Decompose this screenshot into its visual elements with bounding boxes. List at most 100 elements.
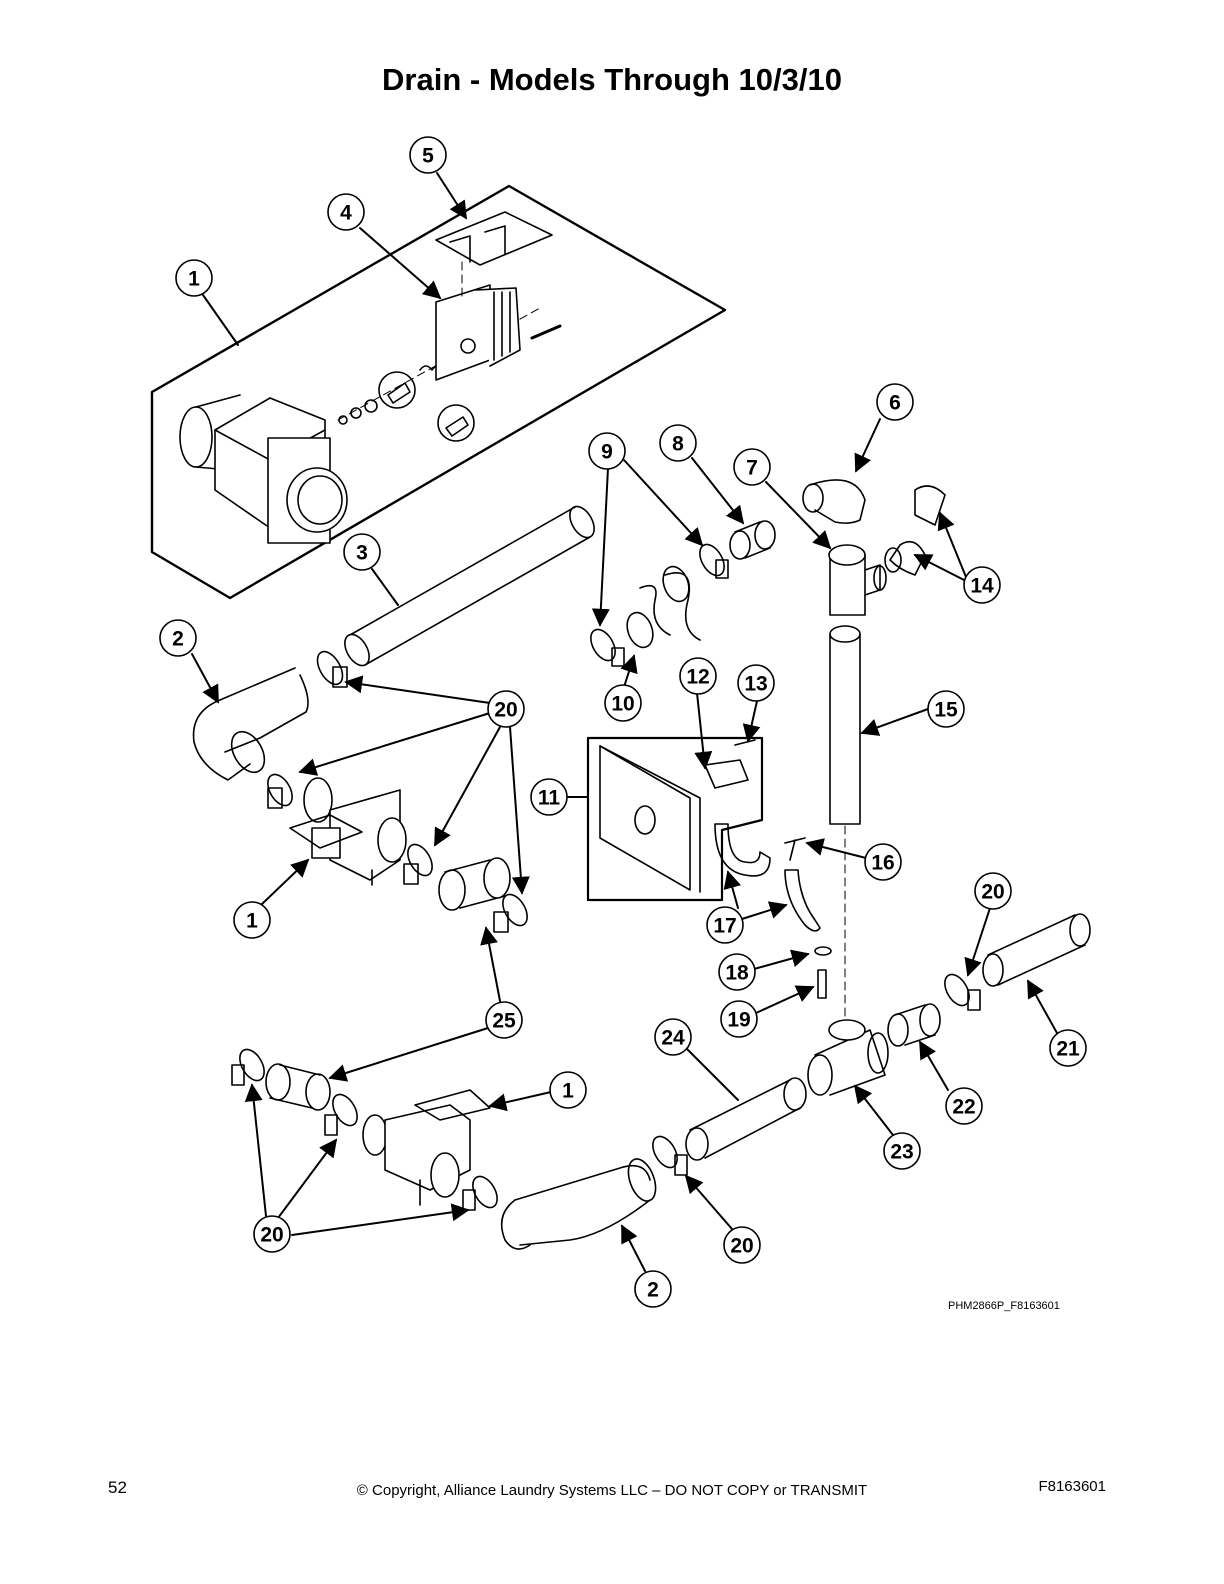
- callout: 1: [175, 259, 213, 297]
- coupling-8: [729, 520, 776, 560]
- coupling-25-middle: [438, 857, 511, 911]
- callout-label: 21: [1056, 1038, 1080, 1061]
- drain-pump-top: [179, 307, 541, 544]
- small-hoses-17: [714, 823, 821, 932]
- callout-label: 10: [611, 693, 634, 716]
- callout-label: 17: [713, 915, 736, 938]
- callout: 11: [530, 778, 568, 816]
- callout-label: 2: [172, 628, 184, 651]
- hose-clamp: [231, 1048, 265, 1086]
- callout-label: 1: [246, 910, 258, 933]
- page-title: Drain - Models Through 10/3/10: [382, 62, 842, 97]
- callout-label: 23: [890, 1141, 913, 1164]
- leader-lines: [191, 172, 1058, 1272]
- callout-label: 18: [725, 962, 749, 985]
- callout: 1: [549, 1071, 587, 1109]
- callout: 19: [720, 1000, 758, 1038]
- callout-label: 25: [492, 1010, 516, 1033]
- callout: 2: [159, 619, 197, 657]
- callout-label: 4: [340, 202, 352, 225]
- elbow-fitting-6: [802, 479, 866, 524]
- callout: 17: [706, 906, 744, 944]
- hose-clamp: [699, 543, 729, 579]
- hose-clamp-18: [814, 946, 832, 956]
- callout: 15: [927, 690, 965, 728]
- footer-copyright: © Copyright, Alliance Laundry Systems LL…: [356, 1482, 868, 1499]
- hose-clamp: [493, 893, 528, 933]
- footer-page-number: 52: [108, 1478, 127, 1497]
- callout: 20: [723, 1226, 761, 1264]
- callout-label: 22: [952, 1096, 975, 1119]
- pump-cover-plate: [435, 211, 553, 301]
- callout: 2: [634, 1270, 672, 1308]
- long-pipe-3: [344, 505, 595, 667]
- mounting-plate-frame-11: [586, 736, 764, 902]
- callout: 5: [409, 136, 447, 174]
- pipe-21: [982, 913, 1091, 987]
- callout-label: 24: [661, 1027, 685, 1050]
- callout-label: 20: [981, 881, 1004, 904]
- coupling-22: [887, 1003, 941, 1047]
- callout: 12: [679, 657, 717, 695]
- hose-clamp: [652, 1135, 688, 1176]
- hose-clamp: [403, 843, 433, 885]
- callout: 22: [945, 1087, 983, 1125]
- callout-label: 1: [188, 268, 200, 291]
- callout: 23: [883, 1132, 921, 1170]
- callout-label: 3: [356, 542, 368, 565]
- drain-pump-middle: [267, 773, 407, 886]
- callout-label: 20: [730, 1235, 753, 1258]
- callout-label: 20: [260, 1224, 283, 1247]
- drawing-code: PHM2866P_F8163601: [948, 1300, 1060, 1312]
- hose-clamp: [944, 973, 981, 1011]
- callout-label: 11: [538, 787, 561, 810]
- callout: 13: [737, 664, 775, 702]
- callout: 9: [588, 432, 626, 470]
- hose-clamp: [316, 650, 348, 688]
- callout-label: 15: [934, 699, 958, 722]
- callout-label: 20: [494, 699, 517, 722]
- callout: 16: [864, 843, 902, 881]
- callout: 1: [233, 901, 271, 939]
- callout: 14: [963, 566, 1001, 604]
- callout: 20: [974, 872, 1012, 910]
- callout: 20: [487, 690, 525, 728]
- callout-label: 6: [889, 392, 901, 415]
- barbed-fitting-19: [817, 969, 827, 999]
- callout: 21: [1049, 1029, 1087, 1067]
- callout: 10: [604, 684, 642, 722]
- callout: 3: [343, 533, 381, 571]
- callout-label: 1: [562, 1080, 574, 1103]
- callout: 25: [485, 1001, 523, 1039]
- callout-label: 12: [686, 666, 709, 689]
- tee-fitting-23: [807, 1019, 889, 1096]
- callout: 4: [327, 193, 365, 231]
- curved-hose-10: [626, 565, 701, 649]
- callout-label: 16: [871, 852, 894, 875]
- pipe-24: [685, 1077, 807, 1161]
- hose-clamp: [324, 1093, 358, 1136]
- pump-assembly-frame: [150, 184, 727, 600]
- callout: 18: [718, 953, 756, 991]
- callout-label: 7: [746, 457, 758, 480]
- callout: 20: [253, 1215, 291, 1253]
- hose-clamp: [462, 1175, 498, 1211]
- callout: 7: [733, 448, 771, 486]
- pump-actuator-parts: [378, 284, 562, 442]
- callout-label: 19: [727, 1009, 750, 1032]
- elbow-hose-2-bottom: [500, 1158, 657, 1250]
- tee-connector-16: [784, 837, 806, 861]
- callout-label: 9: [601, 441, 613, 464]
- callout-label: 14: [970, 575, 994, 598]
- callout-label: 13: [744, 673, 767, 696]
- tee-fitting-7: [828, 544, 887, 616]
- coupling-25-bottom: [265, 1063, 331, 1111]
- callout: 6: [876, 383, 914, 421]
- hose-clamp: [590, 628, 625, 667]
- vertical-pipe-15: [829, 625, 861, 1026]
- drain-pump-bottom: [362, 1089, 491, 1206]
- elbow-hose-2-top: [192, 667, 309, 781]
- callout-label: 2: [647, 1279, 659, 1302]
- callout: 8: [659, 424, 697, 462]
